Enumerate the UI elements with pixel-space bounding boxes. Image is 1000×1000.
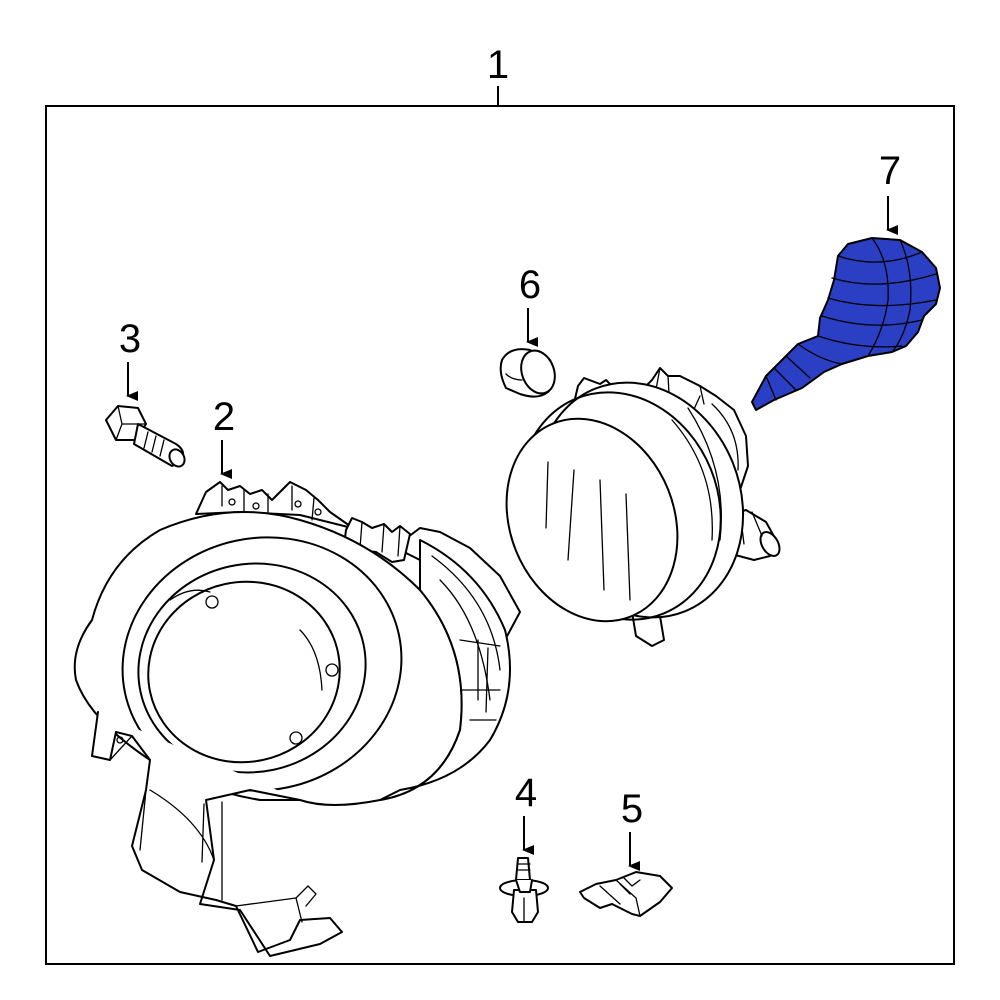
callout-1[interactable]: 1 (487, 43, 509, 87)
stud-bolt-part-4[interactable] (499, 857, 549, 923)
housing-part-2[interactable] (73, 481, 521, 957)
callout-3[interactable]: 3 (119, 317, 141, 361)
bulb-part-7[interactable] (751, 237, 941, 411)
bulb-body (751, 237, 941, 411)
callout-4[interactable]: 4 (515, 771, 537, 815)
callout-7[interactable]: 7 (879, 149, 901, 193)
callout-6[interactable]: 6 (519, 263, 541, 307)
callout-2[interactable]: 2 (213, 395, 235, 439)
clip-part-5[interactable] (579, 871, 673, 917)
fog-lamp-unit-part-1[interactable] (477, 351, 783, 650)
callout-5[interactable]: 5 (621, 787, 643, 831)
bolt-part-3[interactable] (105, 405, 188, 469)
bushing-part-6[interactable] (499, 346, 561, 398)
assembly-frame (45, 105, 955, 965)
